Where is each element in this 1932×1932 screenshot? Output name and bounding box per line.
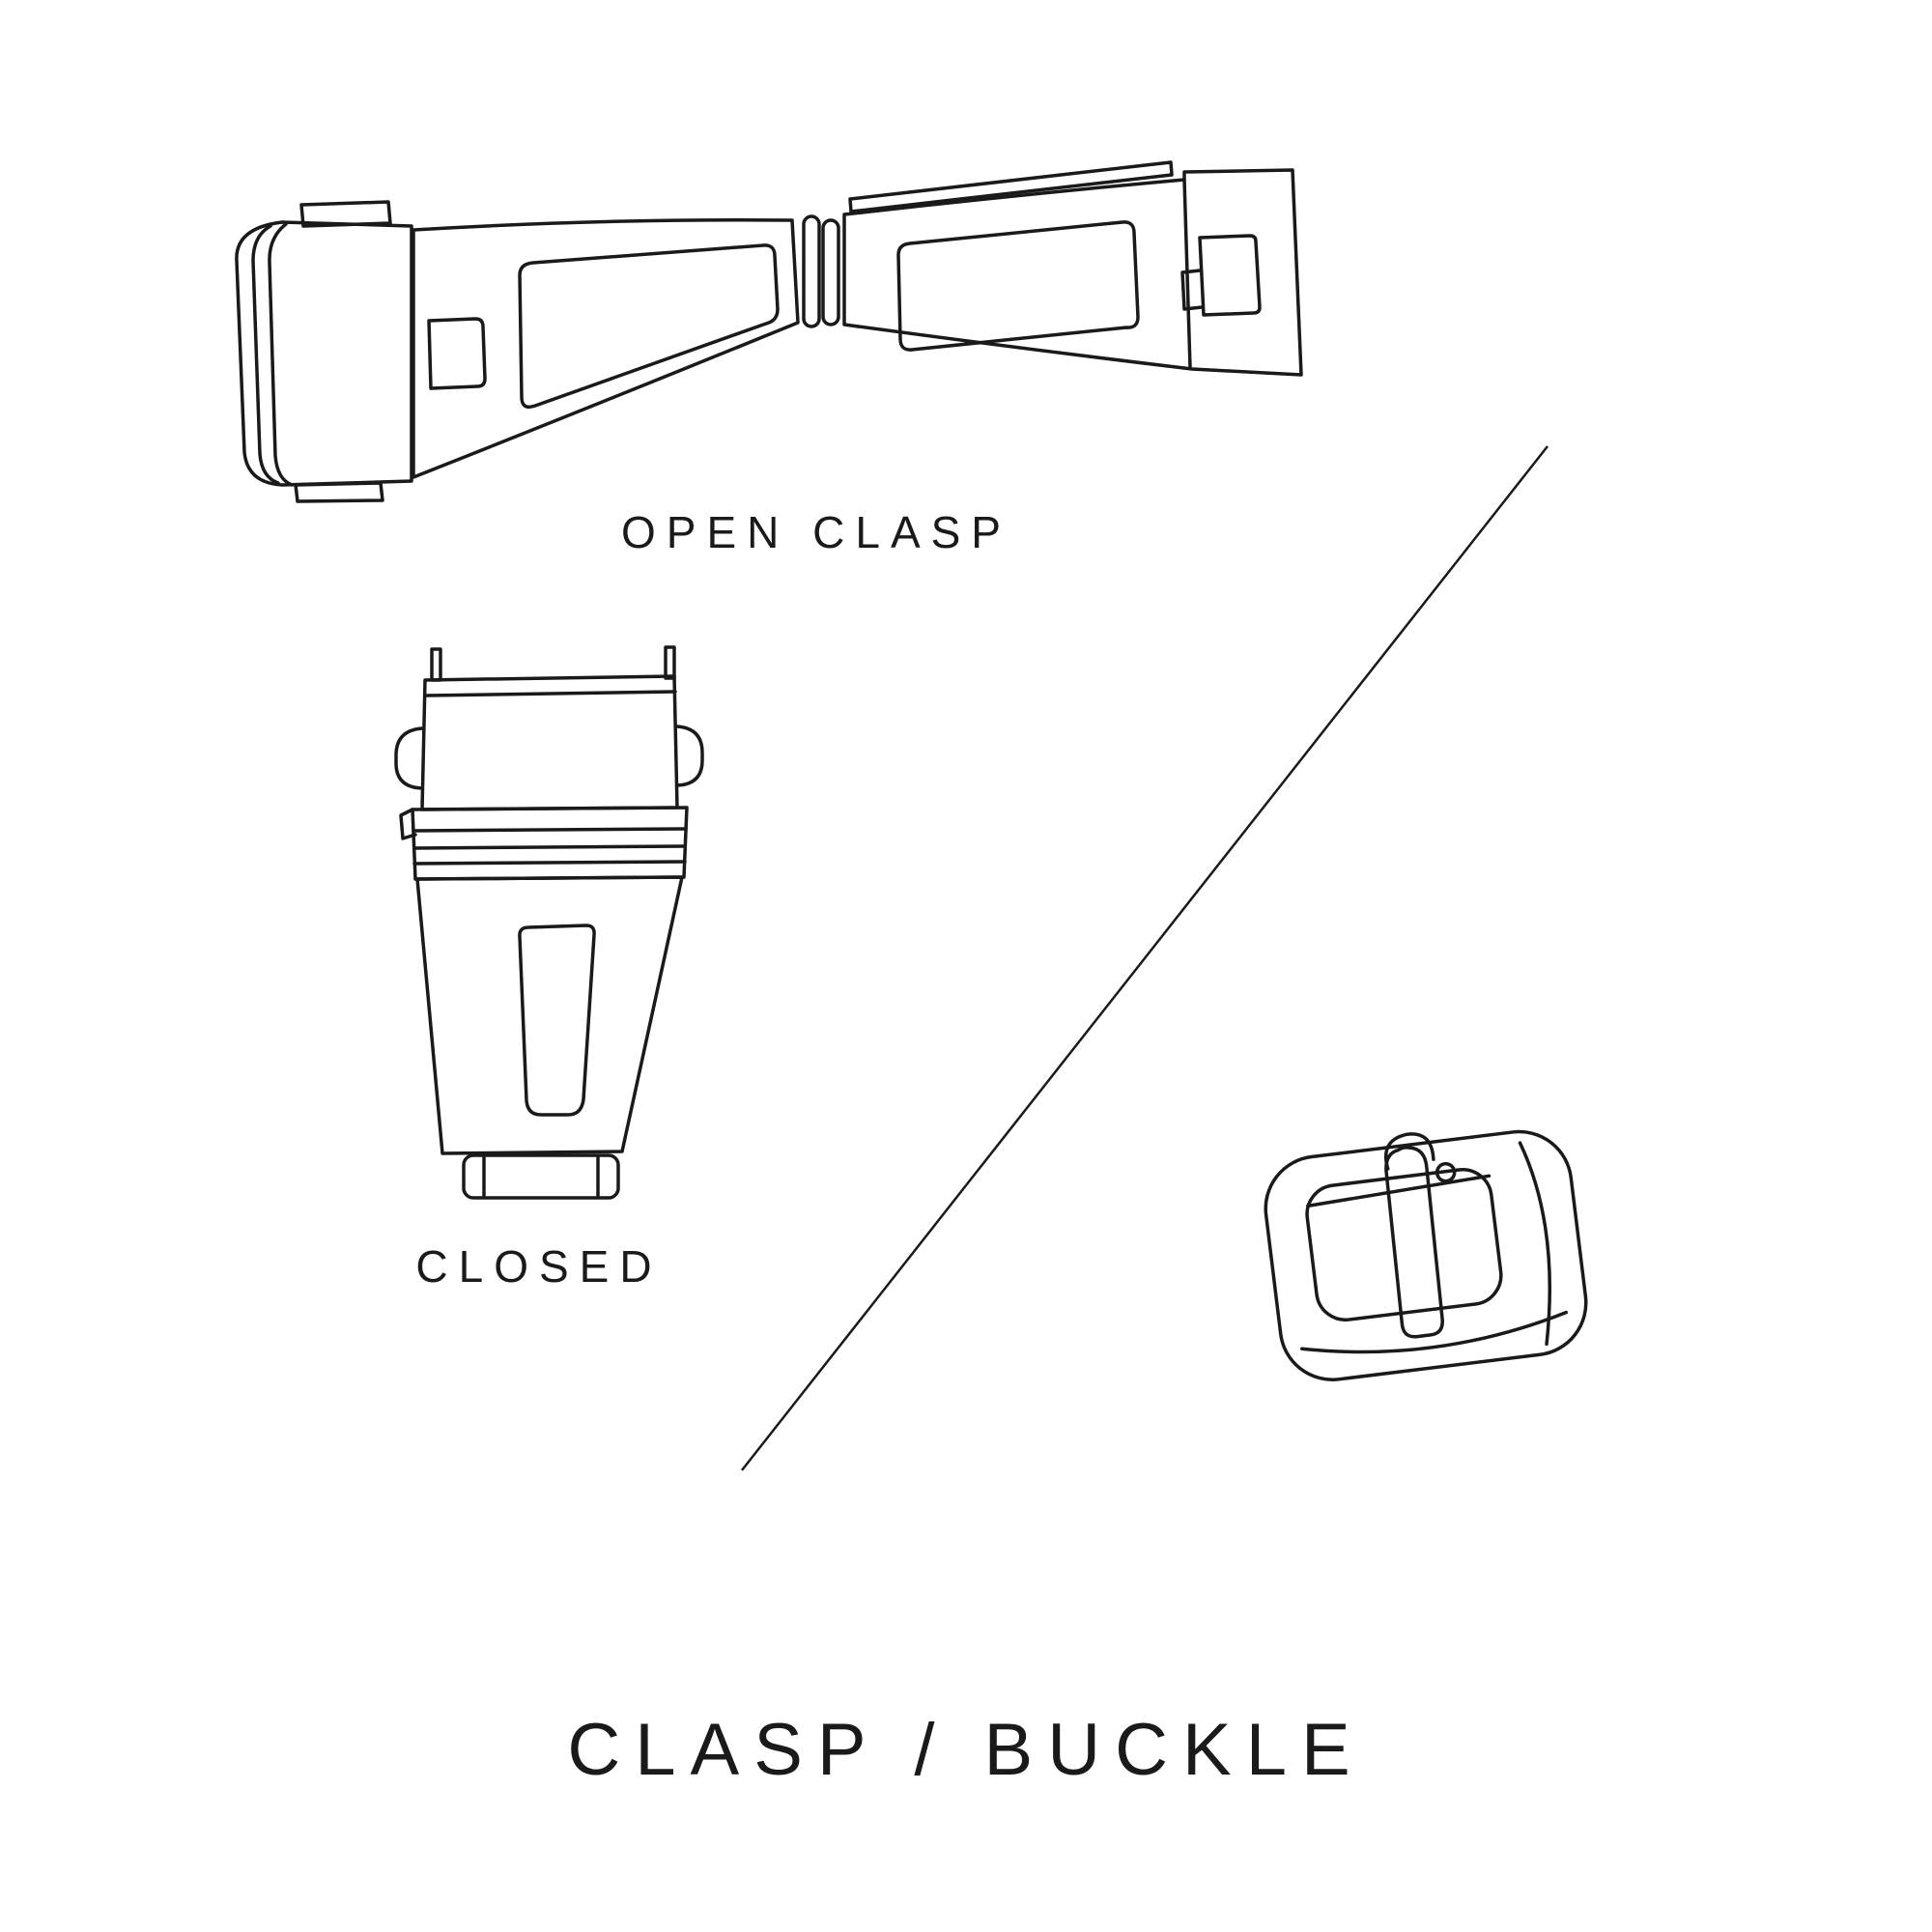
page-title: CLASP / BUCKLE	[567, 1709, 1365, 1791]
closed-clasp-label: CLOSED	[415, 1241, 663, 1292]
closed-clasp-body	[415, 875, 684, 1155]
open-clasp-right-arm	[842, 168, 1303, 377]
closed-clasp-band	[411, 806, 689, 881]
closed-clasp-illustration	[394, 645, 704, 1200]
buckle-outer-frame	[1264, 1129, 1588, 1381]
open-clasp-hinge	[802, 214, 821, 328]
tang-buckle-illustration	[1264, 1129, 1588, 1381]
open-clasp-illustration	[235, 160, 1303, 503]
buckle-tang	[1384, 1146, 1444, 1339]
buckle-inner-opening	[1305, 1168, 1503, 1322]
buckle-tang-loop	[1435, 1161, 1457, 1183]
closed-clasp-foot	[462, 1153, 620, 1200]
open-clasp-label: OPEN CLASP	[621, 507, 1011, 557]
open-clasp-left-arm	[412, 217, 800, 479]
open-clasp-left-block	[235, 220, 413, 487]
